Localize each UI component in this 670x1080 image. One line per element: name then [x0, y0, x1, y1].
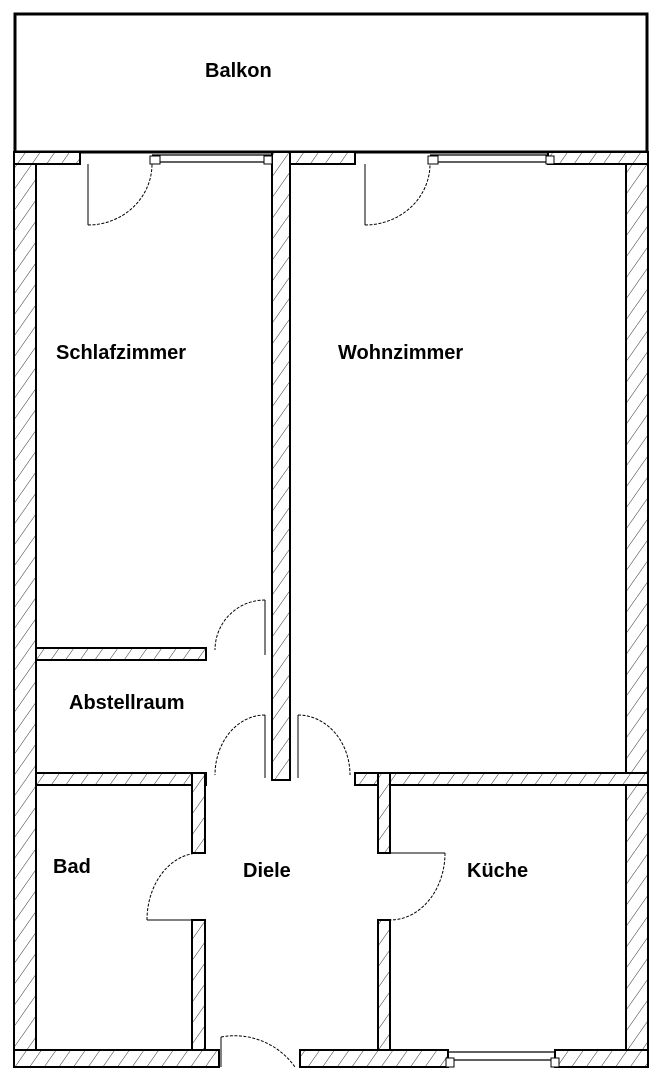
- wall-kueche-diele-lower: [377, 919, 391, 1068]
- walls: [13, 151, 649, 1068]
- balcony-outline: [13, 12, 649, 154]
- bottom-wall-middle: [299, 1049, 449, 1068]
- wall-bad-diele-lower: [191, 919, 206, 1068]
- top-wall-right: [547, 151, 649, 165]
- outer-wall-left: [13, 151, 37, 1068]
- wall-kueche-diele-upper: [377, 772, 391, 854]
- room-label-abstellraum: Abstellraum: [69, 692, 185, 714]
- bottom-wall-right: [554, 1049, 649, 1068]
- room-label-bad: Bad: [53, 856, 91, 878]
- outer-wall-right: [625, 151, 649, 1068]
- wall-abstellraum-bad: [35, 772, 207, 786]
- wall-bad-diele-upper: [191, 772, 206, 854]
- wall-wohnzimmer-kueche: [354, 772, 649, 786]
- room-label-schlafzimmer: Schlafzimmer: [56, 342, 186, 364]
- room-label-kueche: Küche: [467, 860, 528, 882]
- top-wall-left: [13, 151, 81, 165]
- doors: [87, 163, 446, 1068]
- room-label-wohnzimmer: Wohnzimmer: [338, 342, 463, 364]
- central-wall: [271, 151, 291, 781]
- wall-schlafzimmer-abstellraum: [35, 647, 207, 661]
- room-label-diele: Diele: [243, 860, 291, 882]
- bottom-wall-left: [13, 1049, 220, 1068]
- windows: [149, 154, 560, 1068]
- room-label-balkon: Balkon: [205, 60, 272, 82]
